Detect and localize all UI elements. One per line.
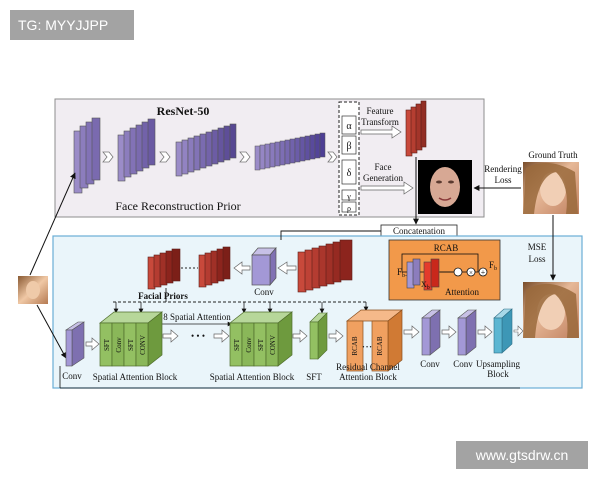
sab-2 (228, 311, 294, 367)
stage-connectors (102, 151, 338, 163)
rcab-layer-1: RCAB (351, 336, 359, 355)
concat-link-line (280, 230, 381, 240)
rendered-face-image (418, 160, 472, 214)
resnet-title: ResNet-50 (157, 104, 210, 118)
prior-feature-maps-mid (198, 246, 231, 288)
rcab-block-caption-1: Residual Channel (336, 362, 400, 372)
rcab-to-conv-a-arrow (403, 325, 420, 339)
sab2-layer-3: SFT (257, 338, 265, 351)
conv-a-label: Conv (420, 359, 440, 369)
conv-a-to-b-arrow (441, 325, 457, 339)
face-generation-label-2: Generation (363, 173, 403, 183)
watermark-top-left: TG: MYYJJPP (10, 10, 134, 40)
sab-ellipsis: • • • (191, 331, 205, 341)
conv-b-block (457, 309, 477, 356)
input-lr-image (18, 276, 48, 304)
sab1-layer-4: CONV (139, 335, 147, 355)
resnet-stage-3 (175, 123, 237, 177)
face-generation-arrow (360, 181, 414, 195)
multiply-symbol: × (469, 269, 473, 277)
conv-b-to-upsampling-arrow (477, 325, 493, 339)
ground-truth-label: Ground Truth (528, 150, 578, 160)
dots-to-sab2-arrow (213, 329, 230, 343)
attention-label: Attention (445, 287, 479, 297)
feature-block (405, 100, 427, 157)
param-alpha: α (346, 121, 352, 132)
watermark-bottom-right: www.gtsdrw.cn (456, 441, 588, 469)
first-conv-label: Conv (62, 371, 82, 381)
sab2-to-sft-arrow (292, 329, 308, 343)
param-delta: δ (347, 168, 352, 179)
add-symbol: + (481, 268, 486, 277)
conv-to-maps-arrow (233, 261, 251, 275)
parameter-cells (341, 115, 357, 213)
mse-loss-label-1: MSE (528, 242, 547, 252)
conv-b-label: Conv (453, 359, 473, 369)
fb1-label: Fb-1 (397, 267, 410, 279)
mse-loss-label-2: Loss (528, 254, 546, 264)
sab-1 (98, 311, 164, 367)
rcab-block-caption-2: Attention Block (339, 372, 397, 382)
param-beta: β (346, 141, 351, 152)
sab1-caption: Spatial Attention Block (93, 372, 178, 382)
rcab-detail-title: RCAB (434, 243, 459, 253)
rcab-conv-layers (406, 258, 440, 291)
rcab-layer-2: RCAB (376, 336, 384, 355)
rcab-block (345, 309, 404, 372)
input-to-conv-arrow (36, 304, 67, 359)
prior-conv-label: Conv (254, 287, 274, 297)
prior-feature-maps-right (297, 239, 353, 293)
sab1-to-dots-arrow (162, 329, 179, 343)
conv-to-sab1-arrow (85, 337, 100, 351)
sab2-layer-4: CONV (269, 335, 277, 355)
resnet-layers (73, 117, 326, 194)
param-rho: ρ (347, 204, 351, 213)
rcab-ellipsis: • • • (362, 345, 371, 351)
facial-prior-drops (113, 302, 369, 314)
sab1-layer-2: Conv (115, 337, 123, 353)
param-gamma: γ (346, 192, 351, 201)
upsampling-to-output-arrow (513, 325, 524, 337)
prior-feature-maps-left (147, 248, 181, 290)
face-generation-label-1: Face (375, 162, 392, 172)
upsampling-label-1: Upsampling (476, 359, 520, 369)
feature-transform-label-1: Feature (367, 106, 394, 116)
concatenation-label: Concatenation (393, 226, 445, 236)
xb-label: Xb (421, 280, 430, 291)
spatial-attention-count-label: 8 Spatial Attention (163, 312, 231, 322)
feature-transform-label-2: Transform (361, 117, 399, 127)
facial-priors-label: Facial Priors (138, 291, 188, 301)
conv-a-block (421, 309, 441, 356)
sft-label: SFT (306, 372, 322, 382)
sft-to-rcab-arrow (328, 329, 344, 343)
rendering-loss-label-2: Loss (494, 175, 512, 185)
resnet-stage-2 (117, 118, 156, 182)
upsampling-label-2: Block (487, 369, 509, 379)
sab2-layer-1: SFT (233, 338, 241, 351)
ground-truth-image (523, 162, 579, 214)
resnet-stage-4 (254, 132, 326, 171)
fb-label: Fb (489, 260, 497, 272)
output-sr-image (523, 282, 579, 338)
upsampling-block (493, 308, 513, 354)
attention-ops (453, 267, 488, 277)
input-to-prior-arrow (29, 172, 76, 276)
first-conv-block (65, 321, 85, 367)
prior-to-conv-arrow (277, 261, 297, 275)
sab2-caption: Spatial Attention Block (210, 372, 295, 382)
sft-block (309, 312, 328, 360)
feature-transform-arrow (360, 125, 402, 139)
global-skip-connection (59, 366, 520, 389)
sab1-layer-3: SFT (127, 338, 135, 351)
sab1-layer-1: SFT (103, 338, 111, 351)
face-prior-caption: Face Reconstruction Prior (115, 199, 240, 213)
resnet-stage-1 (73, 117, 101, 194)
rendering-loss-label-1: Rendering (484, 164, 522, 174)
sab2-layer-2: Conv (245, 337, 253, 353)
prior-conv-cube (251, 247, 277, 286)
